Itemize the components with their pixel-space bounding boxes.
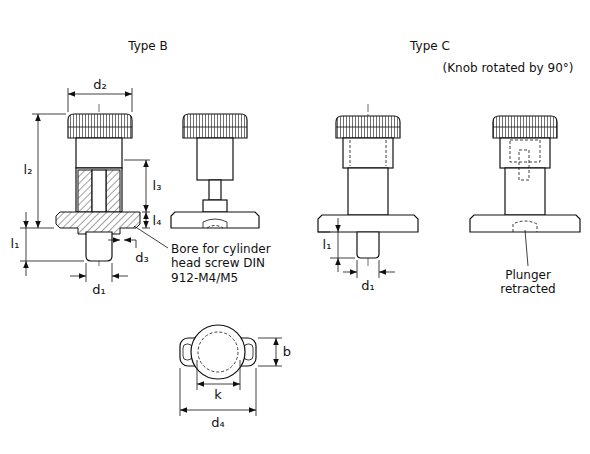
dimension-label: d₂ (93, 77, 106, 93)
dimension-label: l₁ (11, 236, 20, 252)
view-title: Type C (410, 39, 450, 53)
dimension-label: d₁ (361, 278, 374, 294)
dimension-label: l₁ (323, 237, 332, 253)
dimension-label: d₃ (135, 250, 148, 266)
type-b-section (20, 88, 168, 282)
type-c-retracted-view (470, 116, 580, 266)
view-title: Type B (128, 39, 168, 53)
type-b-view (171, 114, 259, 228)
dimension-label: l₂ (24, 162, 33, 178)
dimension-label: l₃ (153, 178, 162, 194)
dimension-label: b (283, 344, 291, 360)
callout-note: Bore for cylinder head screw DIN 912-M4/… (171, 242, 289, 285)
dimension-label: k (213, 387, 223, 403)
dimension-label: l₄ (153, 213, 162, 229)
dimension-label: d₁ (92, 282, 105, 298)
dimension-label: d₄ (210, 415, 225, 431)
view-note: (Knob rotated by 90°) (442, 61, 573, 75)
type-c-view (318, 104, 418, 278)
callout-note: Plunger retracted (492, 268, 564, 297)
top-view (180, 325, 282, 416)
